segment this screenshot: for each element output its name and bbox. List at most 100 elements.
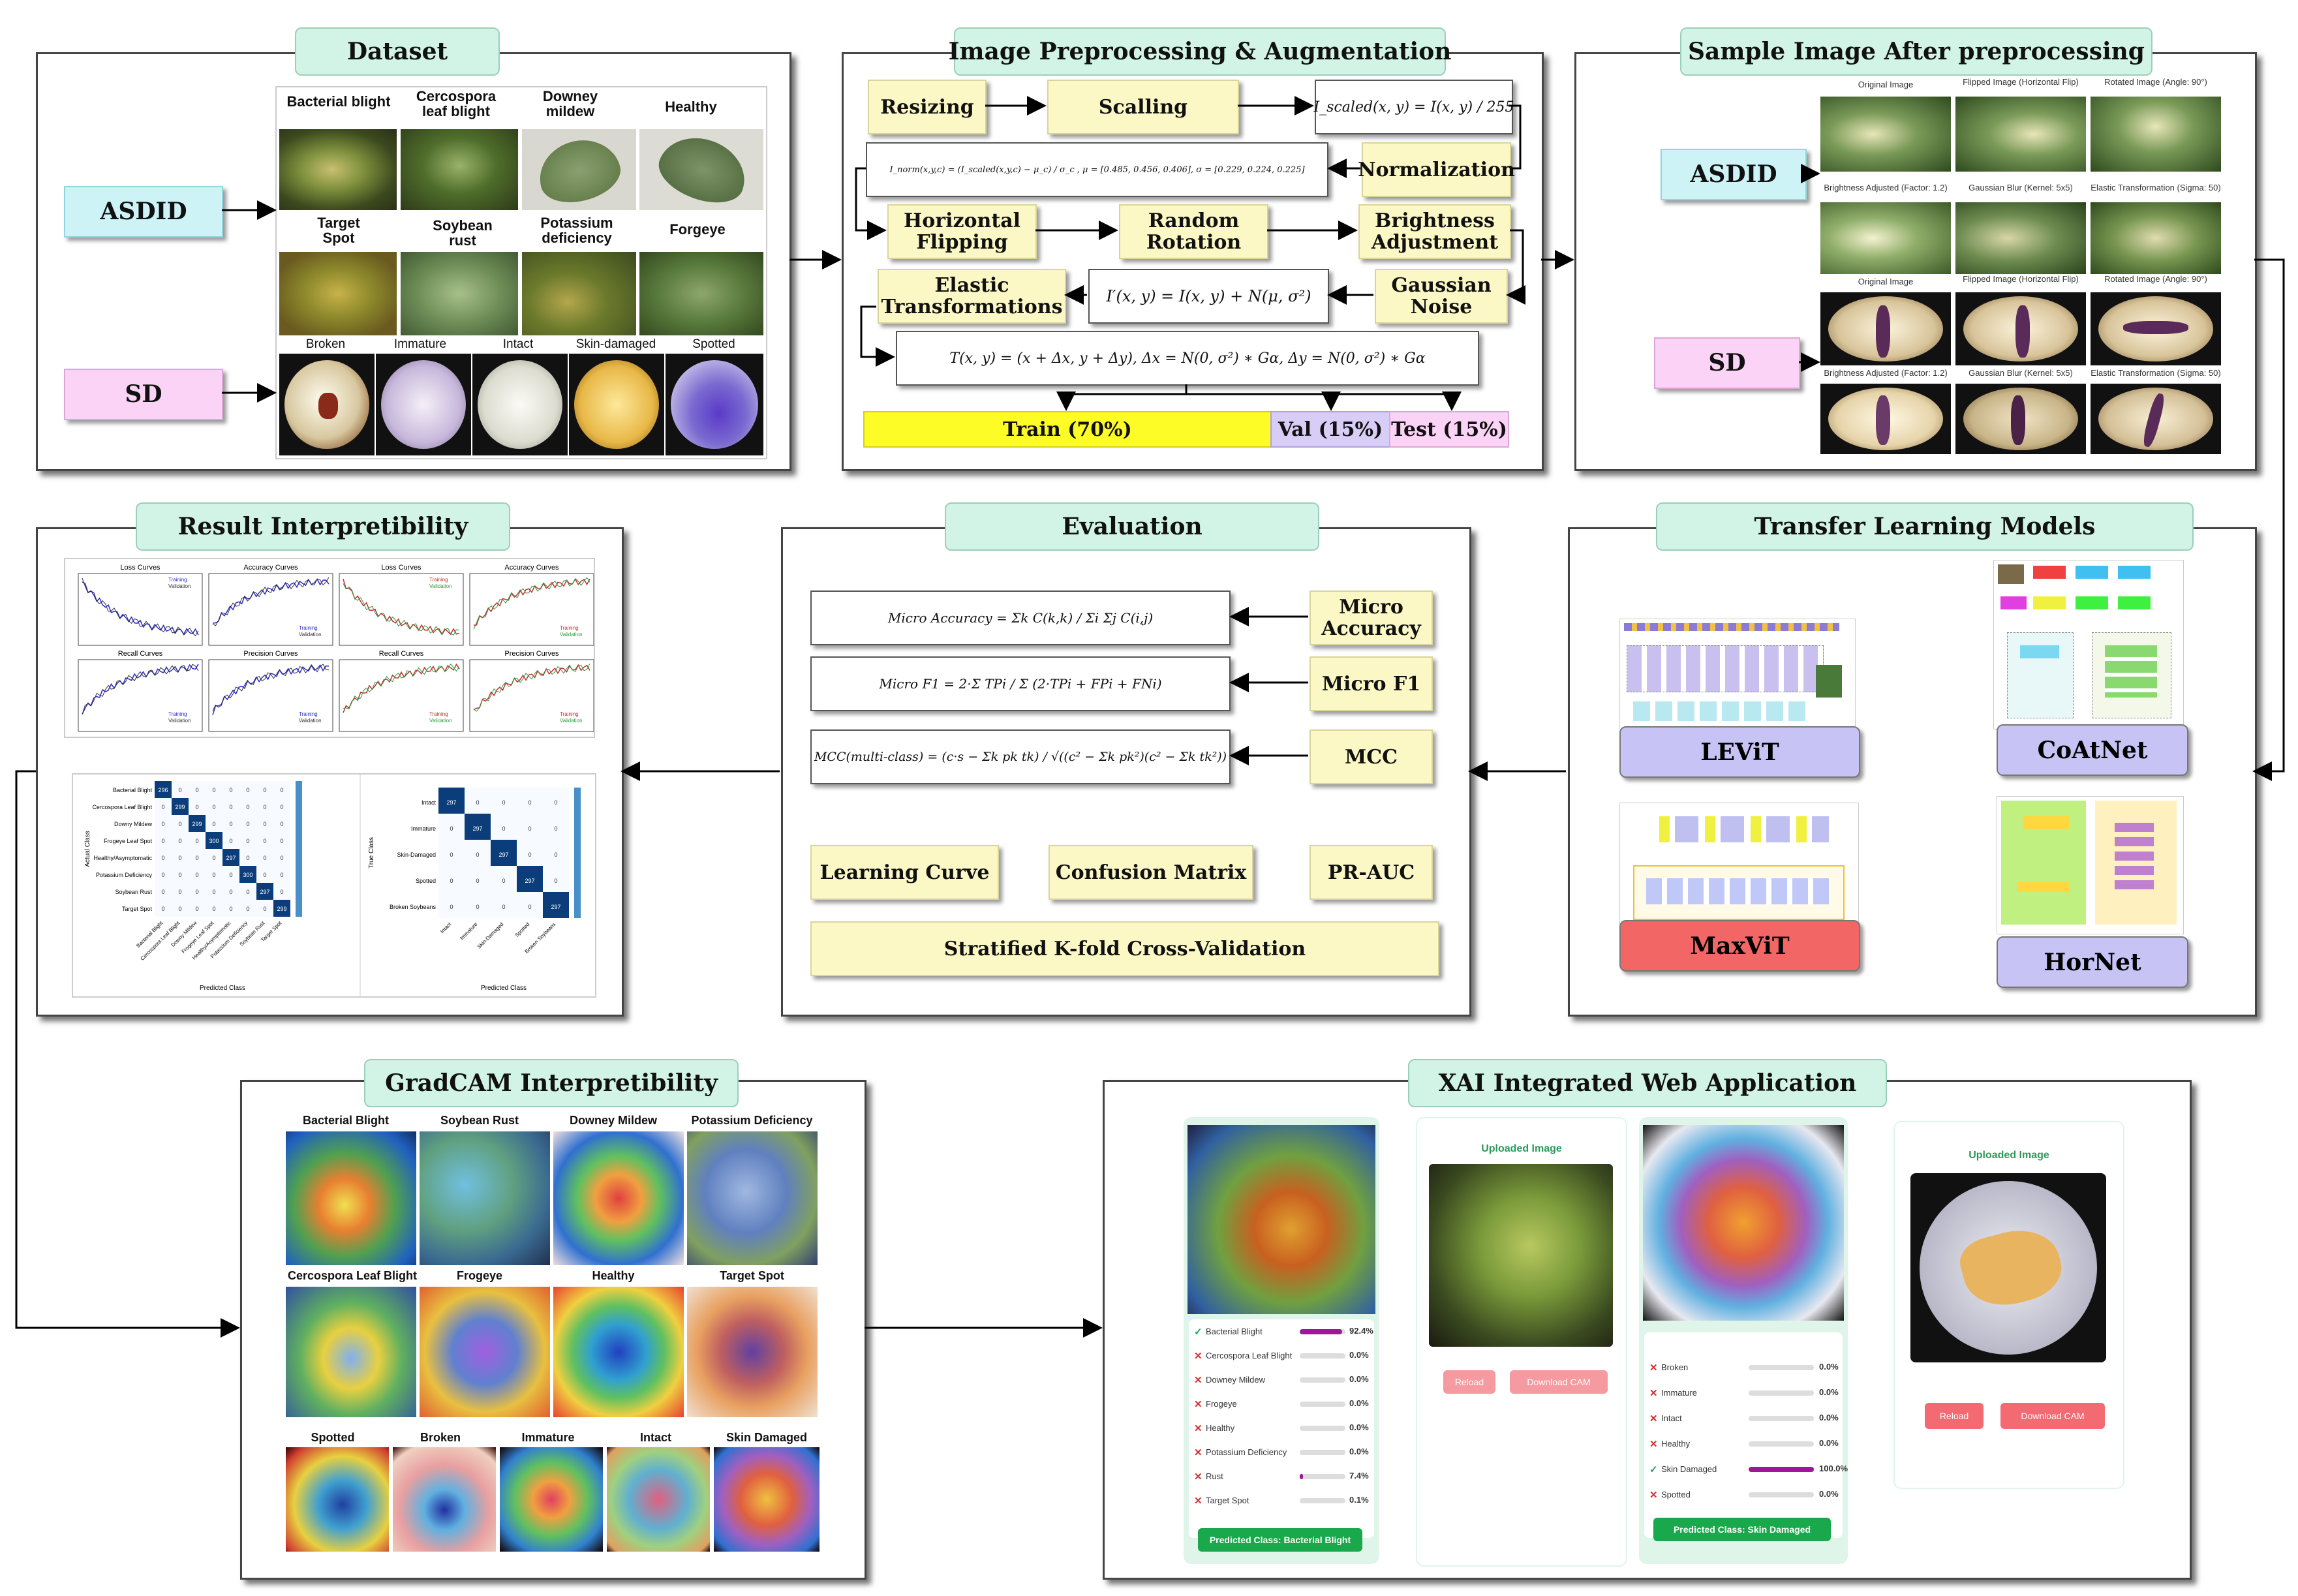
sample-caption: Brightness Adjusted (Factor: 1.2)	[1824, 368, 1948, 378]
cross-icon: ✕	[1194, 1471, 1203, 1482]
cm-cell	[172, 883, 189, 900]
cm-value: 0	[161, 889, 164, 895]
cm-row-label: Spotted	[416, 878, 436, 884]
prediction-bar	[1749, 1441, 1814, 1447]
sample-asdid-box: ASDID	[1661, 149, 1807, 200]
cm-xlabel: Predicted Class	[200, 985, 245, 992]
cm-cell	[517, 788, 543, 814]
webapp-title: XAI Integrated Web Application	[1408, 1059, 1887, 1107]
cm-cell	[239, 781, 256, 798]
download-cam-button[interactable]: Download CAM	[1510, 1370, 1608, 1394]
cm-value: 0	[476, 799, 479, 806]
legend-training: Training	[168, 711, 187, 717]
cm-value: 0	[178, 906, 181, 912]
reload-button[interactable]: Reload	[1443, 1370, 1495, 1394]
validation-line	[343, 664, 460, 710]
cm-value: 0	[528, 799, 531, 806]
sample-leaf	[1955, 202, 2086, 274]
validation-line	[212, 664, 329, 711]
cm-value: 0	[554, 825, 557, 832]
download-cam-button[interactable]: Download CAM	[2000, 1403, 2105, 1429]
arrow	[2252, 258, 2285, 781]
arrow	[15, 770, 240, 1338]
prediction-bar	[1300, 1377, 1345, 1383]
prediction-value: 0.0%	[1349, 1398, 1369, 1408]
dataset-label: Downey mildew	[542, 88, 598, 120]
cm-value: 0	[450, 825, 453, 832]
normalization-box: Normalization	[1358, 142, 1515, 197]
cm-cell	[206, 866, 222, 883]
gradcam-label: Cercospora Leaf Blight	[287, 1269, 418, 1282]
cm-cell	[517, 892, 543, 918]
sample-seed	[2091, 292, 2221, 365]
dataset-label: Skin-damaged	[575, 337, 656, 351]
cm-value: 0	[476, 904, 479, 910]
cm-value: 0	[161, 838, 164, 844]
scalling-box: Scalling	[1047, 80, 1239, 134]
cm-cell	[273, 883, 290, 900]
cross-icon: ✕	[1649, 1439, 1658, 1450]
cm-cell	[155, 781, 172, 798]
cm-cell	[465, 814, 491, 840]
cross-icon: ✕	[1194, 1423, 1203, 1434]
prediction-value: 0.0%	[1819, 1413, 1839, 1422]
reload-button[interactable]: Reload	[1925, 1403, 1984, 1429]
cm-value: 0	[229, 804, 232, 810]
legend-validation: Validation	[560, 632, 583, 637]
cm-cell	[155, 832, 172, 849]
cm-value: 0	[212, 855, 215, 861]
cm-value: 0	[161, 855, 164, 861]
sample-leaf	[2091, 202, 2221, 274]
prediction-value: 0.0%	[1819, 1489, 1839, 1499]
sample-sd-box: SD	[1654, 337, 1800, 389]
cross-icon: ✕	[1194, 1399, 1203, 1410]
dataset-label: Spotted	[692, 337, 735, 351]
legend-validation: Validation	[429, 583, 452, 589]
cm-value: 0	[246, 906, 249, 912]
gradcam-label: Potassium Deficiency	[691, 1114, 813, 1127]
gradcam-image	[553, 1131, 684, 1265]
cm-value: 0	[280, 838, 283, 844]
sample-grid: Original Image Flipped Image (Horizontal…	[1820, 77, 2222, 455]
sample-caption: Gaussian Blur (Kernel: 5x5)	[1969, 368, 2073, 378]
curve-title: Loss Curves	[120, 564, 161, 572]
prediction-value: 0.0%	[1349, 1350, 1369, 1360]
cm-cell	[491, 814, 517, 840]
test-box: Test (15%)	[1389, 411, 1509, 448]
cm-row-label: Skin-Damaged	[397, 852, 436, 858]
cm-row-label: Immature	[411, 825, 436, 832]
cm-value: 0	[450, 904, 453, 910]
cm-value: 300	[209, 838, 219, 844]
cm-cell	[491, 892, 517, 918]
elastic-box: Elastic Transformations	[878, 269, 1066, 324]
cross-icon: ✕	[1649, 1362, 1658, 1373]
gradcam-grid: Bacterial Blight Soybean Rust Downey Mil…	[281, 1109, 822, 1559]
sd-box: SD	[64, 369, 223, 420]
cm-cell	[239, 883, 256, 900]
cm-cell	[491, 866, 517, 892]
cm-cell	[222, 866, 239, 883]
dataset-label: Cercospora leaf blight	[416, 88, 497, 120]
cm-value: 0	[161, 906, 164, 912]
cm-row-label: Downy Mildew	[114, 821, 153, 827]
cm-value: 0	[502, 878, 505, 884]
cm-value: 299	[192, 821, 202, 827]
cm-cell	[189, 798, 206, 815]
gradcam-image	[420, 1131, 550, 1265]
arrow	[1509, 104, 1522, 170]
cm-value: 297	[498, 852, 508, 858]
prediction-label: Spotted	[1661, 1490, 1691, 1499]
cm-cell	[239, 832, 256, 849]
cm-value: 0	[229, 889, 232, 895]
cm-value: 296	[158, 787, 168, 793]
gradcam-image	[286, 1131, 416, 1265]
cm-cell	[222, 798, 239, 815]
cm-cell	[273, 832, 290, 849]
cm-cell	[222, 832, 239, 849]
cm-value: 0	[280, 872, 283, 878]
prediction-bar	[1300, 1402, 1345, 1407]
gradcam-label: Skin Damaged	[726, 1431, 808, 1444]
levit-diagram	[1619, 619, 1856, 729]
sample-leaf	[1820, 97, 1951, 172]
